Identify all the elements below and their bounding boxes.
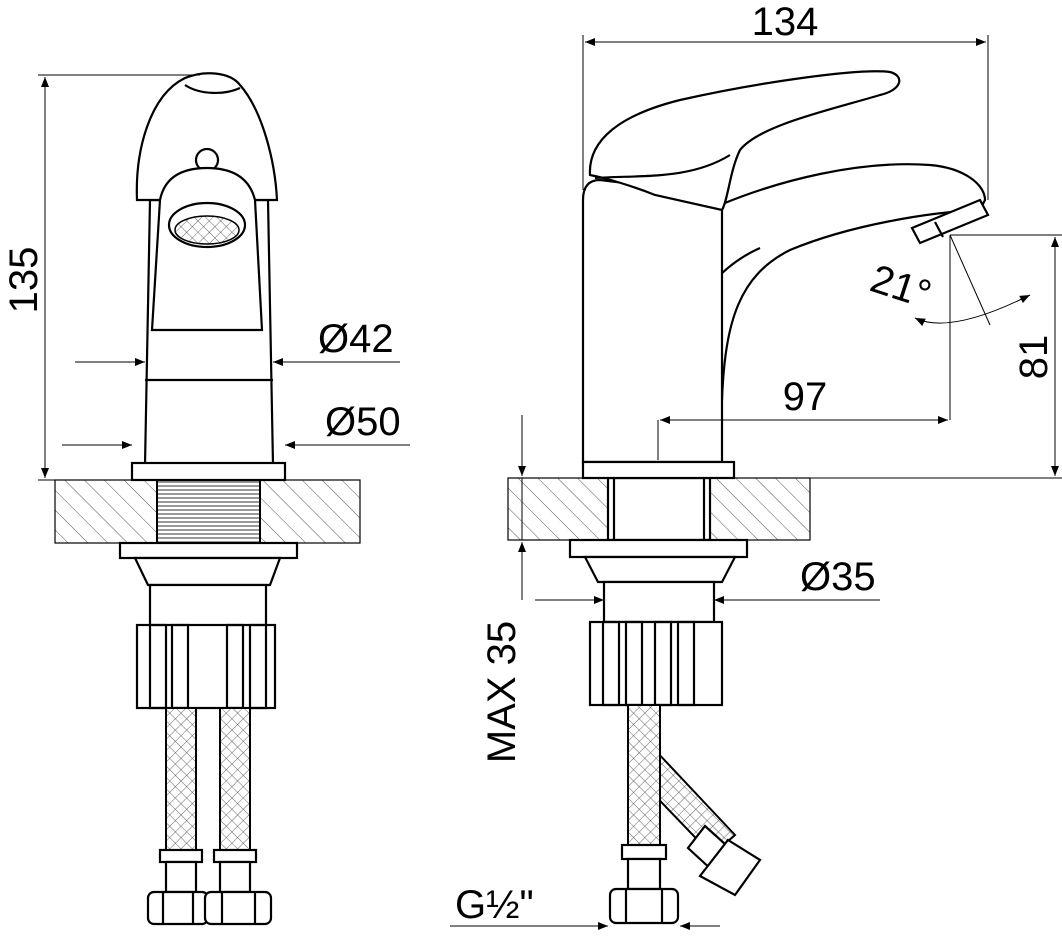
mounting-washer — [568, 538, 749, 559]
base-diameter-dimension: Ø50 — [62, 400, 410, 449]
max-thickness-dimension: MAX 35 — [480, 415, 526, 763]
length-dimension: 134 — [582, 0, 989, 200]
spout-reach-dimension: 97 — [657, 375, 948, 460]
height-label: 135 — [2, 247, 46, 314]
supply-hoses — [146, 707, 273, 926]
length-label: 134 — [752, 0, 819, 44]
spout — [718, 163, 987, 401]
angle-dimension: 21° — [865, 234, 1031, 420]
mount-diameter-dimension: Ø35 — [535, 555, 880, 604]
supply-hoses — [608, 704, 762, 925]
side-view: 134 21° 81 97 MAX 35 Ø — [450, 0, 1062, 930]
spout-front — [150, 166, 264, 332]
spout-reach-label: 97 — [783, 375, 828, 419]
lever-handle — [135, 72, 279, 202]
front-view: 135 Ø42 Ø50 — [2, 72, 410, 926]
base-plate — [130, 461, 287, 482]
mount-diameter-label: Ø35 — [800, 555, 876, 599]
base-diameter-label: Ø50 — [325, 400, 401, 444]
angle-label: 21° — [865, 257, 936, 318]
height-dimension: 135 — [2, 74, 200, 481]
thread-dimension: G½" — [450, 883, 720, 930]
thread-label: G½" — [455, 883, 534, 927]
spout-height-label: 81 — [1012, 335, 1056, 380]
mounting-nut — [135, 623, 277, 710]
body-diameter-label: Ø42 — [318, 317, 394, 361]
max-thickness-label: MAX 35 — [480, 621, 524, 763]
mounting-washer — [118, 541, 299, 560]
aerator-side — [910, 198, 990, 245]
body-diameter-dimension: Ø42 — [75, 317, 400, 366]
base-plate — [581, 460, 736, 480]
spout-height-dimension: 81 — [734, 234, 1062, 479]
threaded-rod — [156, 479, 261, 544]
